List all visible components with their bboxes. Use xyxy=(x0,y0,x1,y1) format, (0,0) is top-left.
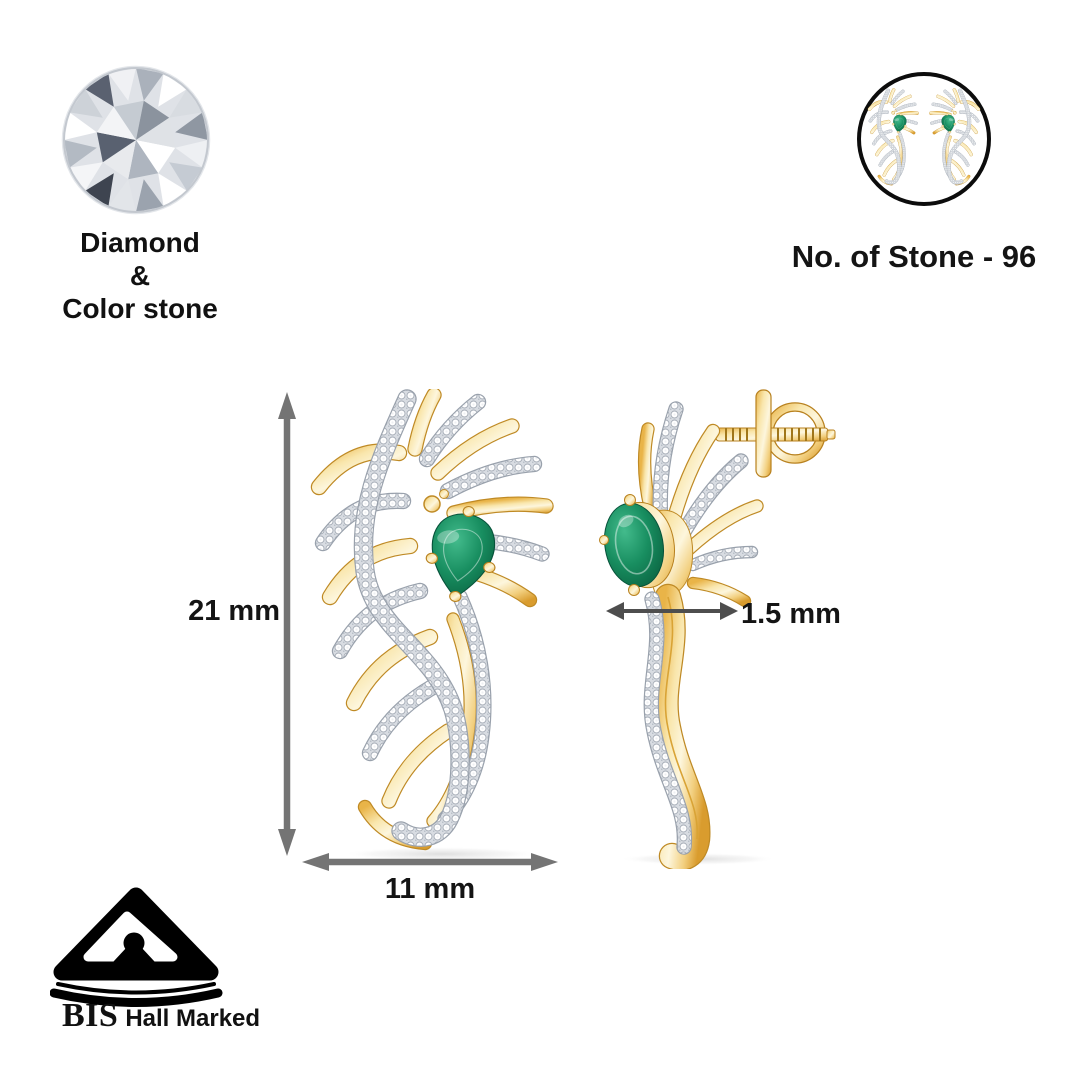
earring-pair-thumbnail xyxy=(857,72,991,206)
material-caption: Diamond & Color stone xyxy=(30,226,250,325)
material-caption-line2: & xyxy=(129,260,151,291)
diamond-gem-graphic xyxy=(61,65,211,215)
earring-side-view xyxy=(598,383,843,869)
width-dimension-label: 11 mm xyxy=(384,873,476,905)
hallmark-abbr: BIS xyxy=(62,997,119,1034)
height-dimension-arrow xyxy=(278,392,296,856)
hallmark-label: Hall Marked xyxy=(125,1005,261,1032)
width-dimension-arrow xyxy=(302,853,558,871)
material-caption-line3: Color stone xyxy=(62,293,218,324)
thickness-dimension-arrow xyxy=(606,602,738,620)
bis-hallmark-logo xyxy=(50,887,223,1007)
material-caption-line1: Diamond xyxy=(80,227,200,258)
earring-pair-graphic xyxy=(861,76,987,202)
stone-count-label: No. of Stone - 96 xyxy=(791,239,1037,274)
thickness-dimension-label: 1.5 mm xyxy=(741,598,841,630)
height-dimension-label: 21 mm xyxy=(188,595,280,627)
hallmark-caption: BIS Hall Marked xyxy=(62,997,260,1035)
earring-front-view xyxy=(306,389,558,861)
